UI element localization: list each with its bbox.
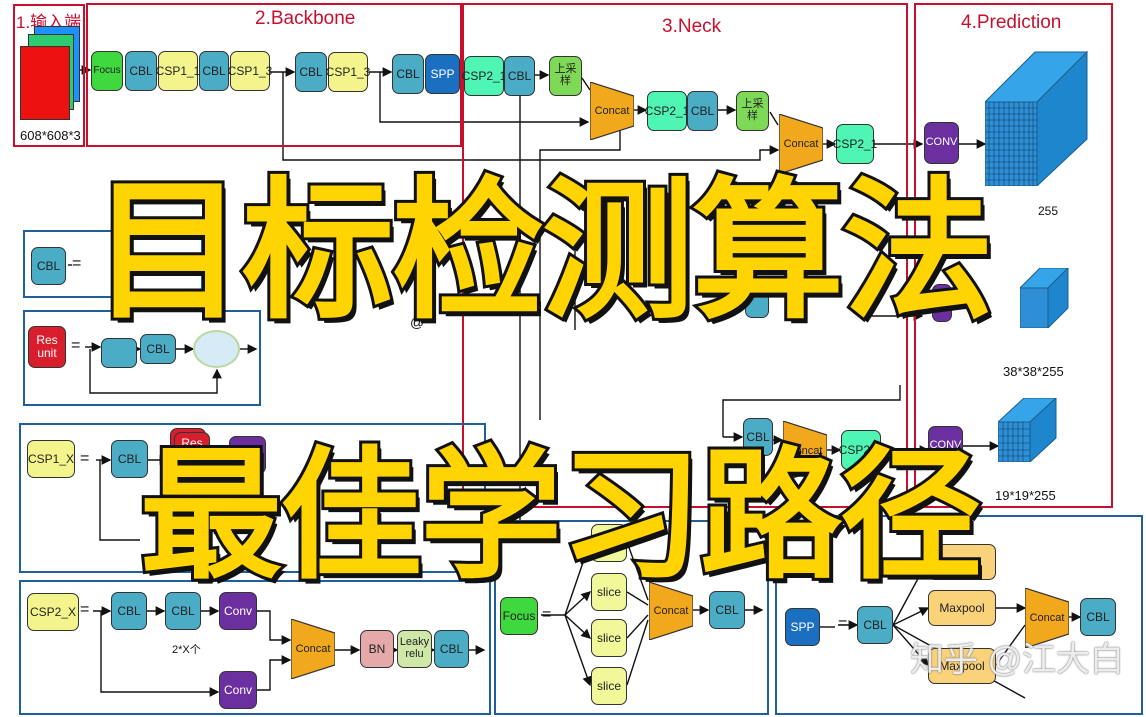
legend-focus-block: Focus xyxy=(500,597,538,635)
resunit-legend-frame xyxy=(23,310,261,406)
focus-legend-frame xyxy=(494,520,769,715)
legend-spp-cbl-1: CBL xyxy=(857,606,893,644)
backbone-cbl-block-3: CBL xyxy=(295,52,327,92)
legend-csp1x-equals: = xyxy=(80,450,90,467)
neck-section-frame xyxy=(462,3,908,508)
neck-concat-label-3: Concat xyxy=(787,445,823,457)
watermark-text: 知乎 @江大白 xyxy=(910,641,1124,679)
legend-spp-concat: Concat xyxy=(1024,587,1070,649)
legend-csp2x-concat: Concat xyxy=(290,618,336,680)
neck-csp2-1-block-2: CSP2_1 xyxy=(645,91,689,131)
legend-csp2x-cbl-3: CBL xyxy=(434,630,469,668)
neck-csp2-1-block-3: CSP2_1 xyxy=(833,124,877,164)
legend-spp-equals: = xyxy=(838,615,848,632)
legend-focus-slice-4: slice xyxy=(591,667,627,705)
backbone-csp1-3-block-2: CSP1_3 xyxy=(326,52,370,92)
legend-spp-maxpool-2: Maxpool xyxy=(928,590,996,626)
cbl-legend-frame xyxy=(23,230,203,298)
legend-resunit-add-node xyxy=(193,330,240,368)
legend-focus-slice-3: slice xyxy=(591,619,627,657)
csp1x-legend-frame xyxy=(19,423,486,573)
prediction-output-cube-small xyxy=(998,398,1057,462)
legend-csp2x-cbl-2: CBL xyxy=(165,592,201,630)
neck-cbl-block-3: CBL xyxy=(743,418,773,456)
legend-resunit-cbl-2: CBL xyxy=(140,334,176,364)
backbone-spp-block: SPP xyxy=(425,54,460,94)
legend-csp2x-conv-2: Conv xyxy=(219,671,257,709)
prediction-section-title: 4.Prediction xyxy=(961,12,1062,33)
input-section-frame xyxy=(13,4,85,147)
legend-focus-slice-2: slice xyxy=(591,573,627,611)
legend-focus-slice-1: slice xyxy=(591,524,627,562)
overlay-title-line-1: 目标检测算法 xyxy=(89,163,997,340)
neck-fragment-text-1: S xyxy=(410,246,420,262)
input-channel-red xyxy=(20,46,70,120)
neck-section-title: 3.Neck xyxy=(662,16,722,37)
neck-cbl-block-hidden xyxy=(745,278,769,318)
legend-spp-maxpool-1 xyxy=(928,544,996,580)
legend-csp1x-block: CSP1_X xyxy=(27,440,75,478)
backbone-cbl-block-1: CBL xyxy=(125,51,157,91)
legend-csp2x-equals: = xyxy=(80,601,90,618)
backbone-section-frame xyxy=(86,3,462,147)
legend-csp2x-cbl-1: CBL xyxy=(111,592,147,630)
legend-csp2x-repeat-label: 2*X个 xyxy=(172,644,201,656)
legend-csp2x-bn: BN xyxy=(360,630,394,668)
neck-cbl-block-2: CBL xyxy=(687,91,718,131)
legend-cbl-equals: = xyxy=(72,255,82,272)
prediction-conv-block-1: CONV xyxy=(924,122,959,164)
legend-resunit-cbl-1 xyxy=(101,338,137,368)
legend-csp2x-conv-1: Conv xyxy=(219,592,257,630)
prediction-output-label-19: 19*19*255 xyxy=(995,488,1056,503)
legend-csp2x-concat-label: Concat xyxy=(295,643,331,655)
legend-focus-concat-label: Concat xyxy=(653,605,689,617)
legend-spp-maxpool-3: Maxpool xyxy=(928,648,996,684)
legend-resunit-block: Res unit xyxy=(28,326,66,368)
prediction-section-frame xyxy=(914,3,1113,508)
legend-focus-cbl: CBL xyxy=(709,591,745,629)
legend-csp1x-conv-block: Conv xyxy=(229,436,266,474)
legend-spp-concat-label: Concat xyxy=(1029,612,1065,624)
neck-concat-block-3: Concat xyxy=(782,420,828,482)
legend-resunit-equals: = xyxy=(71,337,81,354)
neck-csp2-1-block-4: CSP2_1 xyxy=(839,430,883,470)
spp-legend-frame xyxy=(775,515,1143,715)
backbone-section-title: 2.Backbone xyxy=(255,8,356,29)
legend-focus-equals: = xyxy=(542,606,552,623)
csp2x-legend-frame xyxy=(19,580,491,715)
prediction-output-label-38: 38*38*255 xyxy=(1003,364,1064,379)
neck-upsample-block-1: 上采样 xyxy=(549,56,582,96)
backbone-csp1-1-block: CSP1_1 xyxy=(156,51,200,91)
backbone-csp1-3-block-1: CSP1_3 xyxy=(228,51,272,91)
neck-concat-block-1: Concat xyxy=(589,81,635,141)
prediction-conv-block-3: CONV xyxy=(928,426,963,466)
backbone-cbl-block-4: CBL xyxy=(392,54,424,94)
backbone-focus-block: Focus xyxy=(91,51,123,91)
input-image-stack xyxy=(20,26,82,120)
neck-cbl-block-1: CBL xyxy=(504,56,535,96)
legend-csp1x-res-block: Res xyxy=(174,432,210,468)
legend-spp-block: SPP xyxy=(785,608,820,646)
overlay-title-line-2: 最佳学习路径 xyxy=(137,434,985,599)
prediction-output-cube-large xyxy=(985,50,1089,186)
neck-upsample-block-2: 上采样 xyxy=(736,91,769,131)
neck-fragment-text-2: @ xyxy=(410,314,425,330)
prediction-output-cube-medium xyxy=(1020,268,1069,328)
backbone-cbl-block-2: CBL xyxy=(199,51,229,91)
legend-csp2x-block: CSP2_X xyxy=(27,593,79,631)
input-size-label: 608*608*3 xyxy=(20,128,81,143)
neck-concat-label-1: Concat xyxy=(594,105,630,117)
prediction-conv-block-2 xyxy=(932,284,952,322)
legend-cbl-block: CBL xyxy=(31,247,66,285)
legend-csp1x-cbl: CBL xyxy=(111,440,148,478)
neck-csp2-1-block-1: CSP2_1 xyxy=(462,56,506,96)
legend-csp2x-leaky-relu: Leaky relu xyxy=(397,630,432,668)
legend-spp-cbl-2: CBL xyxy=(1080,598,1116,636)
neck-concat-label-2: Concat xyxy=(783,138,819,150)
prediction-output-label-76: 255 xyxy=(1038,204,1059,218)
